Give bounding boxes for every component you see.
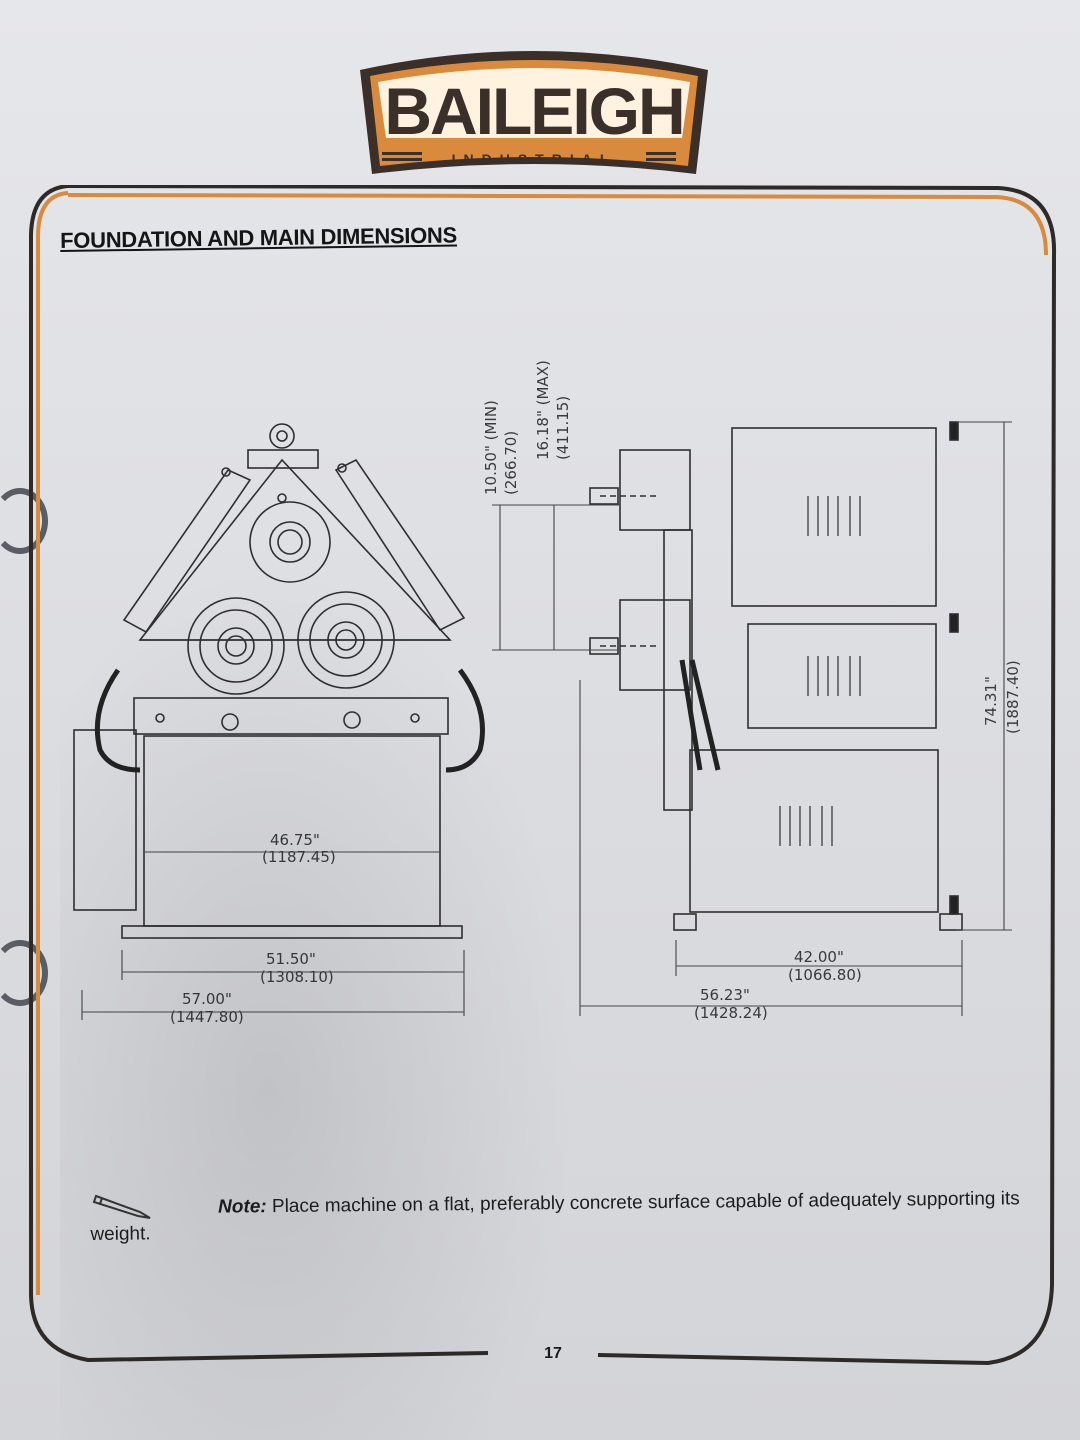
logo-brand-name: BAILEIGH [384,74,683,148]
dim-base-inner-in: 46.75" [270,831,320,849]
dim-min-height-mm: (266.70) [502,431,520,495]
page-number: 17 [544,1345,562,1362]
dim-base-width-in: 51.50" [266,950,316,968]
dim-overall-width-mm: (1447.80) [170,1008,244,1026]
dim-overall-width-in: 57.00" [182,990,232,1008]
note-label: Note: [218,1196,267,1218]
binder-ring-lower [0,940,48,1006]
dim-max-height-in: 16.18" (MAX) [534,360,552,460]
dim-side-cabinet-mm: (1066.80) [788,966,862,984]
dim-overall-depth-mm: (1428.24) [694,1004,768,1022]
baileigh-logo: BAILEIGH INDUSTRIAL [352,42,716,182]
dim-side-cabinet-in: 42.00" [794,948,844,966]
dim-overall-height-mm: (1887.40) [1004,660,1022,734]
dim-overall-depth-in: 56.23" [700,986,750,1004]
pencil-icon [92,1194,151,1219]
dim-base-width-mm: (1308.10) [260,968,334,986]
logo-subtitle: INDUSTRIAL [452,151,617,167]
front-view [73,423,485,939]
dim-overall-height-in: 74.31" [982,676,1000,726]
content-frame [28,184,1058,1375]
dimension-drawing: 10.50" (MIN) (266.70) 16.18" (MAX) (411.… [60,300,1050,1060]
note-paragraph: Note: Place machine on a flat, preferabl… [90,1186,1020,1248]
section-title: FOUNDATION AND MAIN DIMENSIONS [60,222,458,253]
dim-max-height-mm: (411.15) [554,396,572,460]
binder-ring-upper [0,488,48,554]
dim-min-height-in: 10.50" (MIN) [482,400,500,495]
dim-base-inner-mm: (1187.45) [262,848,336,866]
side-view [589,421,963,931]
